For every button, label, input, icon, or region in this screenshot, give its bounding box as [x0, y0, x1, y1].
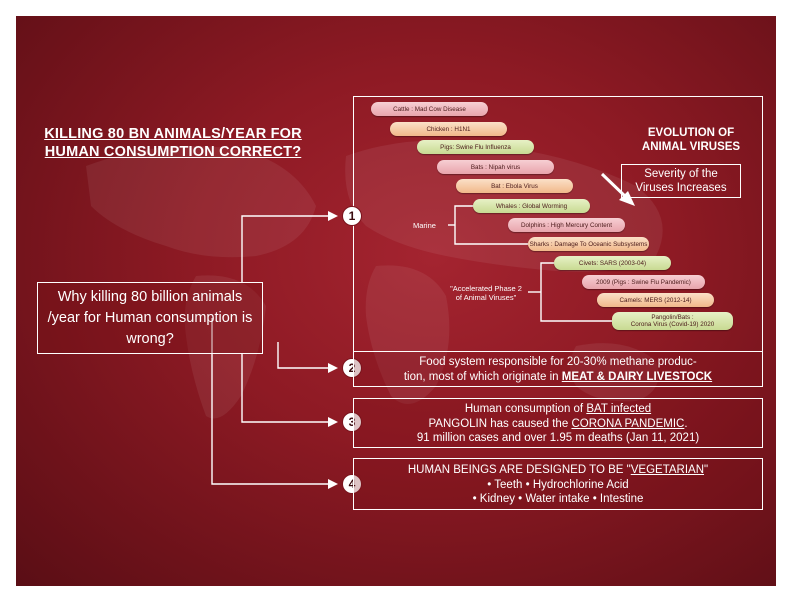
virus-pill: Pigs: Swine Flu Influenza: [417, 140, 534, 154]
evolution-title-line-2: ANIMAL VIRUSES: [641, 141, 741, 153]
arrowhead-1: [328, 211, 338, 221]
virus-pill: Civets: SARS (2003-04): [554, 256, 671, 270]
virus-pill: Dolphins : High Mercury Content: [508, 218, 625, 232]
arrowhead-2: [328, 363, 338, 373]
pandemic-box: Human consumption of BAT infected PANGOL…: [353, 398, 763, 448]
severity-arrow-shaft: [600, 172, 630, 201]
methane-box: Food system responsible for 20-30% metha…: [353, 351, 763, 387]
number-badge-3: 3: [342, 412, 362, 432]
world-map-background: [86, 140, 663, 489]
marine-label: Marine: [413, 221, 436, 230]
vegetarian-box: HUMAN BEINGS ARE DESIGNED TO BE "VEGETAR…: [353, 458, 763, 510]
severity-arrowhead: [619, 191, 635, 206]
virus-pill: Pangolin/Bats : Corona Virus (Covid-19) …: [612, 312, 733, 330]
number-badge-4: 4: [342, 474, 362, 494]
pandemic-line-2: PANGOLIN has caused the CORONA PANDEMIC.: [428, 417, 688, 430]
virus-pill: 2009 (Pigs : Swine Flu Pandemic): [582, 275, 705, 289]
headline-line-1: KILLING 80 BN ANIMALS/YEAR FOR: [44, 126, 302, 142]
phase2-label-line-2: of Animal Viruses": [455, 293, 517, 302]
pandemic-line-3: 91 million cases and over 1.95 m deaths …: [416, 432, 700, 444]
virus-pill: Bats : Nipah virus: [437, 160, 554, 174]
connector-to-4: [211, 318, 334, 485]
virus-pill: Sharks : Damage To Oceanic Subsystems: [528, 237, 649, 251]
headline: KILLING 80 BN ANIMALS/YEAR FOR HUMAN CON…: [30, 125, 316, 161]
main-question-box: Why killing 80 billion animals /year for…: [37, 282, 263, 354]
number-badge-1: 1: [342, 206, 362, 226]
virus-pill: Camels: MERS (2012-14): [597, 293, 714, 307]
virus-pill: Bat : Ebola Virus: [456, 179, 573, 193]
severity-line-1: Severity of the: [644, 168, 718, 180]
connector-to-3: [241, 354, 334, 423]
pandemic-line-1: Human consumption of BAT infected: [464, 403, 652, 415]
severity-box: Severity of the Viruses Increases: [621, 164, 741, 198]
connector-to-2: [277, 342, 334, 369]
vegetarian-line-3: • Kidney • Water intake • Intestine: [472, 493, 644, 505]
virus-pill: Whales : Global Worming: [473, 199, 590, 213]
arrowhead-4: [328, 479, 338, 489]
vegetarian-line-2: • Teeth • Hydrochlorine Acid: [487, 478, 629, 491]
virus-pill: Cattle : Mad Cow Disease: [371, 102, 488, 116]
vegetarian-line-1: HUMAN BEINGS ARE DESIGNED TO BE "VEGETAR…: [407, 464, 709, 476]
phase2-label: "Accelerated Phase 2 of Animal Viruses": [446, 284, 526, 302]
methane-line-1: Food system responsible for 20-30% metha…: [419, 356, 697, 368]
evolution-title-line-1: EVOLUTION OF: [647, 127, 735, 139]
severity-line-2: Viruses Increases: [635, 182, 727, 194]
main-question-text: Why killing 80 billion animals /year for…: [47, 288, 253, 347]
virus-pill: Chicken : H1N1: [390, 122, 507, 136]
number-badge-2: 2: [342, 358, 362, 378]
evolution-title: EVOLUTION OF ANIMAL VIRUSES: [616, 126, 766, 154]
methane-line-2: tion, most of which originate in MEAT & …: [403, 370, 713, 383]
arrowhead-3: [328, 417, 338, 427]
headline-line-2: HUMAN CONSUMPTION CORRECT?: [44, 144, 302, 160]
connector-to-1: [241, 215, 334, 282]
slide: KILLING 80 BN ANIMALS/YEAR FOR HUMAN CON…: [16, 16, 776, 586]
phase2-label-line-1: "Accelerated Phase 2: [450, 284, 522, 293]
